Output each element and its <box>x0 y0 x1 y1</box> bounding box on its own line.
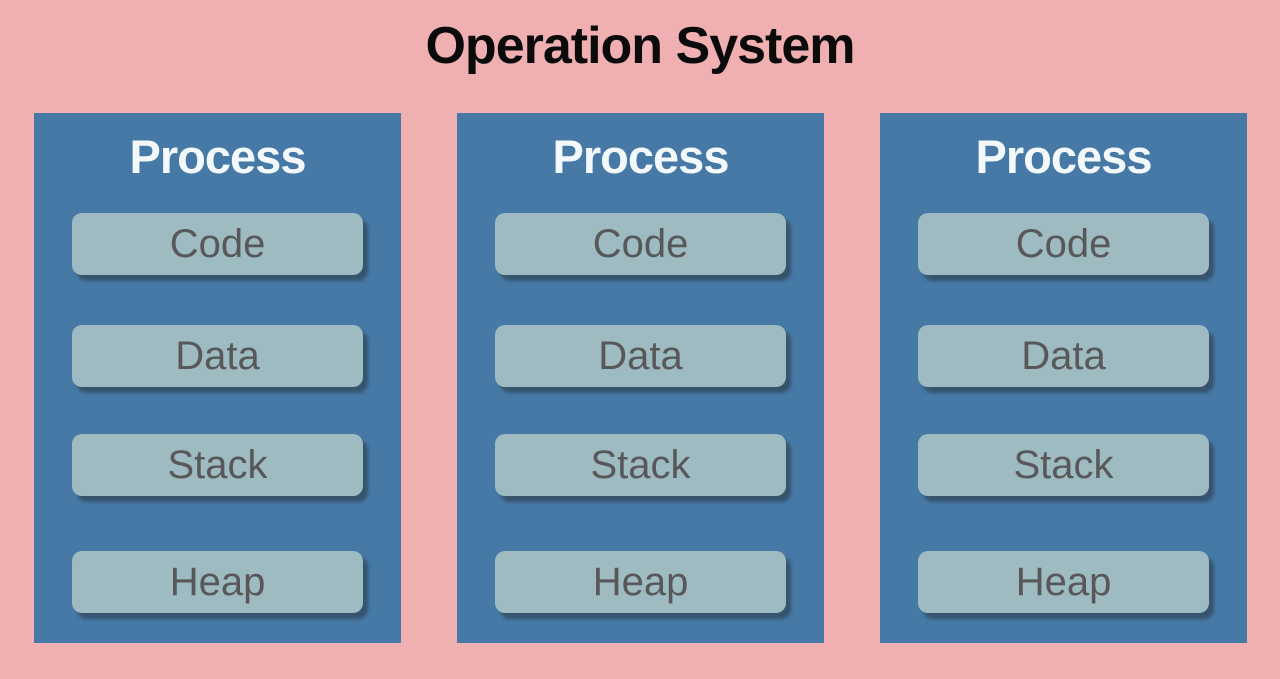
segment-stack: Stack <box>918 434 1209 496</box>
process-title: Process <box>129 130 307 183</box>
segment-stack: Stack <box>72 434 363 496</box>
process-box-2: Process Code Data Stack Heap <box>457 113 824 643</box>
segment-data: Data <box>495 325 786 387</box>
segment-stack: Stack <box>495 434 786 496</box>
segment-data: Data <box>918 325 1209 387</box>
process-box-1: Process Code Data Stack Heap <box>34 113 401 643</box>
segment-heap: Heap <box>918 551 1209 613</box>
segment-code: Code <box>72 213 363 275</box>
segment-code: Code <box>918 213 1209 275</box>
segment-data: Data <box>72 325 363 387</box>
segment-heap: Heap <box>495 551 786 613</box>
diagram-title: Operation System <box>425 17 855 75</box>
process-title: Process <box>552 130 730 183</box>
segment-heap: Heap <box>72 551 363 613</box>
process-box-3: Process Code Data Stack Heap <box>880 113 1247 643</box>
process-title: Process <box>975 130 1153 183</box>
segment-code: Code <box>495 213 786 275</box>
